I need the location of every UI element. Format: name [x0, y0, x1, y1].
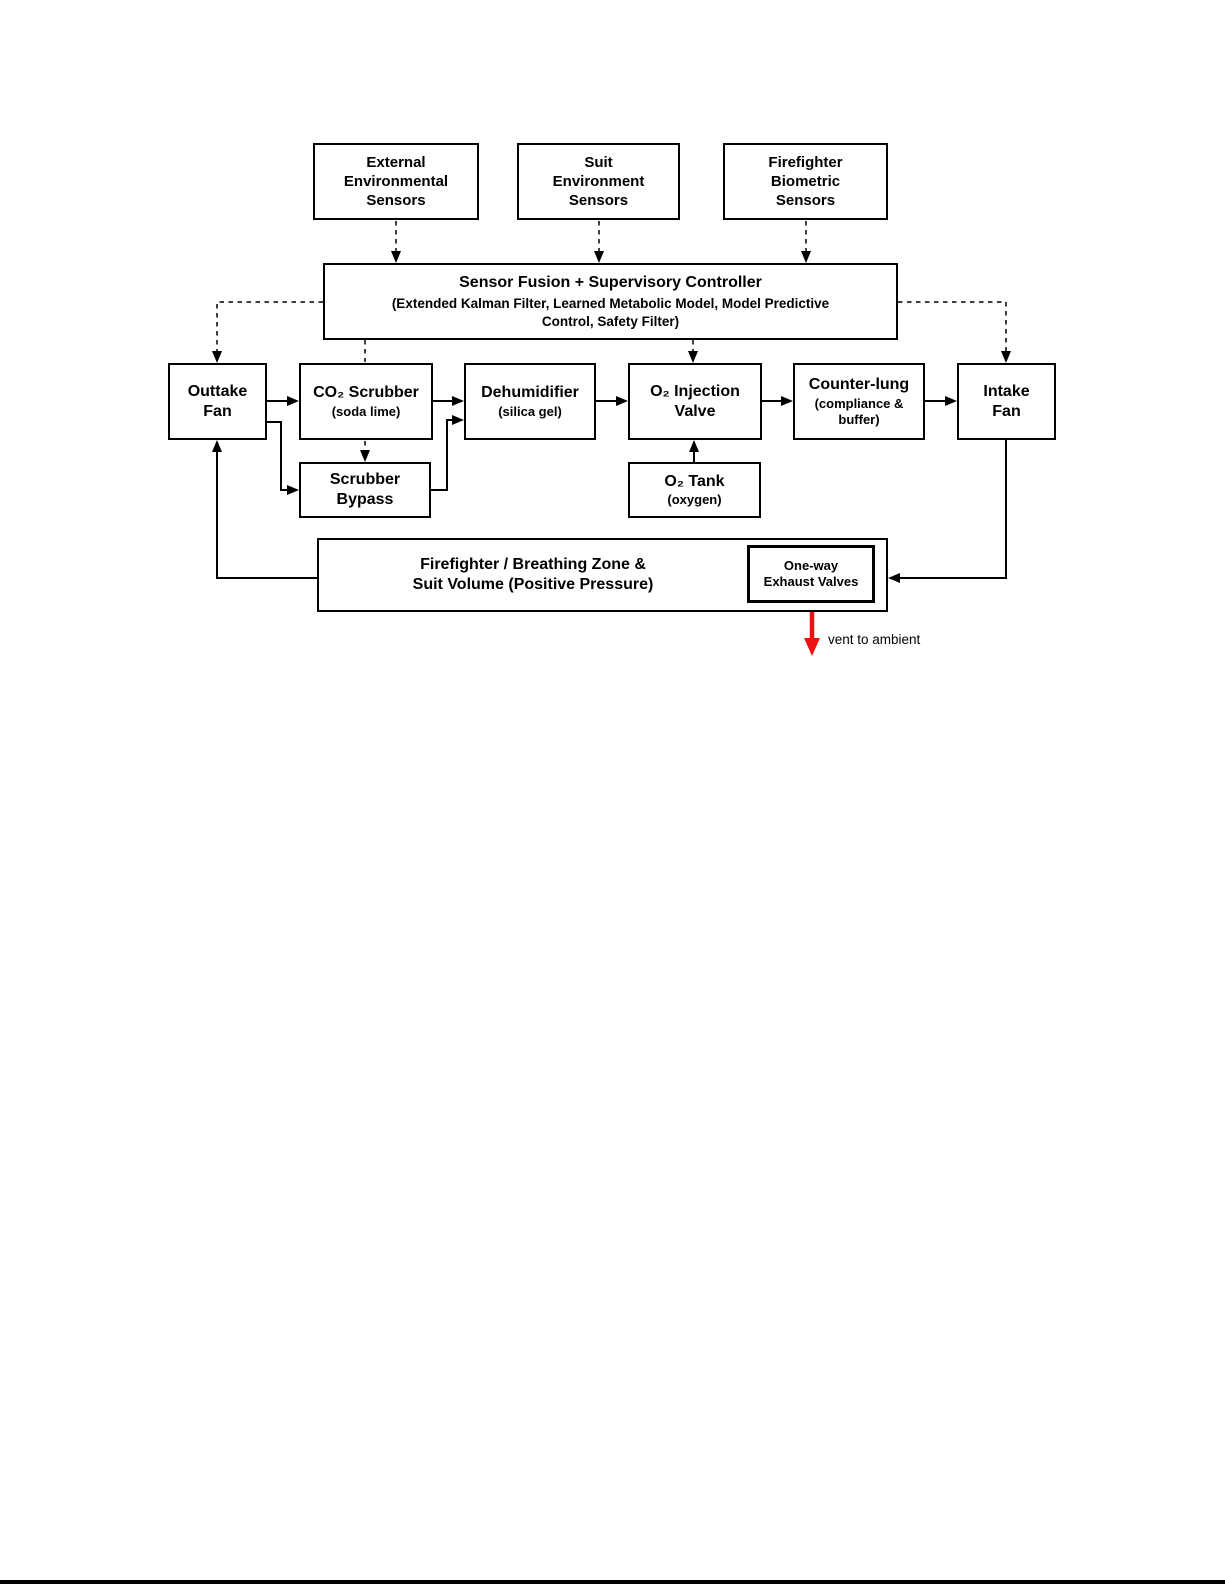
- box-sublabel: (oxygen): [667, 492, 722, 508]
- box-co2-scrubber: CO₂ Scrubber (soda lime): [299, 363, 433, 440]
- controller-subtitle: (Extended Kalman Filter, Learned Metabol…: [391, 295, 830, 329]
- box-label: O₂ Tank: [664, 472, 725, 490]
- box-label: Outtake Fan: [187, 382, 248, 420]
- box-external-environmental-sensors: External Environmental Sensors: [313, 143, 479, 220]
- box-counter-lung: Counter-lung (compliance & buffer): [793, 363, 925, 440]
- box-outtake-fan: Outtake Fan: [168, 363, 267, 440]
- box-o2-injection-valve: O₂ Injection Valve: [628, 363, 762, 440]
- suit-volume-label: Firefighter / Breathing Zone & Suit Volu…: [412, 556, 654, 593]
- vent-to-ambient-label: vent to ambient: [828, 632, 921, 647]
- box-sublabel: (soda lime): [331, 403, 401, 419]
- box-label: CO₂ Scrubber: [313, 384, 419, 402]
- box-intake-fan: Intake Fan: [957, 363, 1056, 440]
- box-label: External Environmental Sensors: [343, 153, 449, 210]
- box-label: Intake Fan: [983, 382, 1030, 420]
- box-scrubber-bypass: Scrubber Bypass: [299, 462, 431, 518]
- box-label: Dehumidifier: [481, 384, 579, 402]
- box-suit-volume: Firefighter / Breathing Zone & Suit Volu…: [317, 538, 888, 612]
- box-label: One-way Exhaust Valves: [763, 558, 859, 589]
- box-suit-environment-sensors: Suit Environment Sensors: [517, 143, 680, 220]
- controller-title: Sensor Fusion + Supervisory Controller: [459, 273, 762, 291]
- arrow-bypass-to-dehumidifier: [431, 415, 464, 491]
- box-label: O₂ Injection Valve: [650, 382, 740, 420]
- box-sublabel: (silica gel): [498, 403, 562, 419]
- arrow-controller-to-outtake-fan: [212, 301, 323, 363]
- box-label: Scrubber Bypass: [329, 471, 401, 508]
- box-label: Counter-lung: [808, 376, 910, 394]
- box-o2-tank: O₂ Tank (oxygen): [628, 462, 761, 518]
- arrow-outtake-to-bypass: [267, 421, 299, 495]
- box-firefighter-biometric-sensors: Firefighter Biometric Sensors: [723, 143, 888, 220]
- box-dehumidifier: Dehumidifier (silica gel): [464, 363, 596, 440]
- arrow-controller-to-intake-fan: [898, 301, 1011, 363]
- box-label: Suit Environment Sensors: [552, 153, 645, 210]
- box-sublabel: (compliance & buffer): [814, 395, 904, 427]
- box-sensor-fusion-supervisory-controller: Sensor Fusion + Supervisory Controller (…: [323, 263, 898, 340]
- box-one-way-exhaust-valves: One-way Exhaust Valves: [747, 545, 875, 603]
- arrow-intake-to-suit-volume: [888, 440, 1007, 583]
- box-label: Firefighter Biometric Sensors: [768, 153, 843, 210]
- page-bottom-rule: [0, 1580, 1225, 1584]
